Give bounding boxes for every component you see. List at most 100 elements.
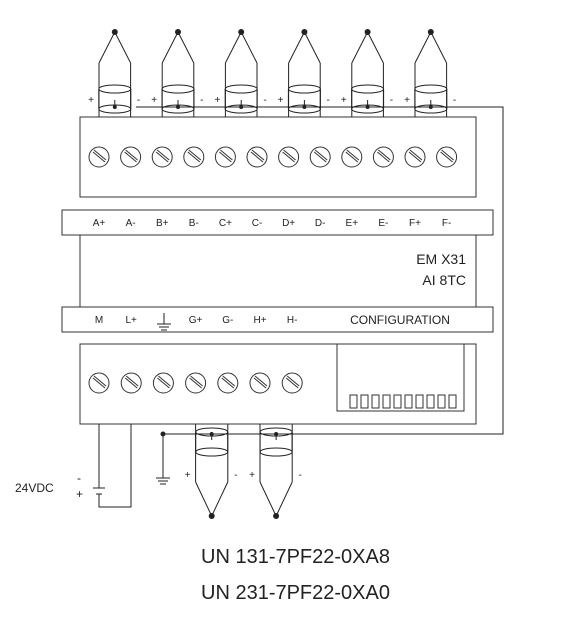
- bottom-terminal-labels: M L+ G+ G- H+ H-: [95, 315, 298, 326]
- top-screw-terminal-3[interactable]: [183, 146, 205, 168]
- polarity-plus: +: [88, 95, 94, 106]
- bottom-screw-terminal-4[interactable]: [217, 372, 239, 394]
- junction-dot: [273, 513, 280, 519]
- supply-minus: -: [77, 471, 81, 485]
- top-thermocouple-4: +-: [341, 29, 393, 117]
- polarity-plus: +: [404, 95, 410, 106]
- junction-dot: [175, 29, 181, 35]
- bottom-screw-row: [88, 372, 303, 394]
- top-screw-terminal-7[interactable]: [309, 146, 331, 168]
- battery-icon: [93, 487, 105, 498]
- dip-switch[interactable]: [415, 394, 424, 409]
- dip-switch[interactable]: [437, 394, 446, 409]
- supply-plus: +: [76, 487, 83, 501]
- polarity-minus: -: [200, 95, 203, 106]
- bottom-terminal-label: M: [95, 315, 103, 326]
- bottom-terminal-label: H+: [253, 315, 266, 326]
- bottom-screw-terminal-3[interactable]: [185, 372, 207, 394]
- polarity-minus: -: [327, 95, 330, 106]
- ground-icon: [157, 313, 171, 331]
- bottom-terminal-label: H-: [287, 315, 298, 326]
- polarity-plus: +: [249, 470, 255, 481]
- supply-wire-lplus: [98, 424, 132, 508]
- junction-dot: [208, 513, 215, 519]
- module-name-line1: EM X31: [416, 251, 466, 267]
- dip-switch[interactable]: [360, 394, 369, 409]
- top-terminal-label: A-: [126, 218, 136, 229]
- bottom-screw-terminal-1[interactable]: [120, 372, 142, 394]
- dip-switch[interactable]: [393, 394, 402, 409]
- bottom-screw-terminal-0[interactable]: [88, 372, 110, 394]
- polarity-minus: -: [137, 95, 140, 106]
- bottom-terminal-label: L+: [125, 315, 137, 326]
- top-terminal-labels: A+A-B+B-C+C-D+D-E+E-F+F-: [93, 218, 452, 229]
- dip-switch[interactable]: [371, 394, 380, 409]
- module-body: [79, 234, 477, 308]
- junction-dot: [238, 29, 245, 35]
- top-thermocouple-2: +-: [214, 29, 267, 117]
- polarity-minus: -: [390, 95, 393, 106]
- top-screw-row: [88, 146, 458, 168]
- top-screw-terminal-6[interactable]: [278, 146, 300, 168]
- polarity-plus: +: [185, 470, 191, 481]
- part-number-1: UN 131-7PF22-0XA8: [201, 546, 390, 568]
- dip-switch[interactable]: [404, 394, 413, 409]
- supply-label: 24VDC: [15, 481, 54, 495]
- bottom-thermocouple-1: +-: [249, 424, 302, 519]
- top-screw-terminal-4[interactable]: [214, 146, 236, 168]
- top-screw-terminal-1[interactable]: [120, 146, 142, 168]
- dip-switch[interactable]: [382, 394, 391, 409]
- top-thermocouple-1: +-: [151, 29, 203, 117]
- top-screw-terminal-5[interactable]: [246, 146, 268, 168]
- junction-dot: [427, 29, 434, 35]
- top-terminal-label: D+: [282, 218, 295, 229]
- polarity-plus: +: [151, 95, 157, 106]
- top-terminal-label: B-: [189, 218, 199, 229]
- bottom-screw-terminal-6[interactable]: [281, 372, 303, 394]
- module-name-line2: AI 8TC: [422, 272, 466, 288]
- top-label-strip: [61, 209, 494, 236]
- bottom-terminal-label: G+: [189, 315, 203, 326]
- top-screw-terminal-11[interactable]: [436, 146, 458, 168]
- polarity-minus: -: [453, 95, 456, 106]
- earth-ground-icon: [156, 477, 170, 485]
- top-thermocouples: +-+-+-+-+-+-: [88, 29, 456, 117]
- top-terminal-label: F+: [409, 218, 421, 229]
- top-terminal-label: E-: [378, 218, 388, 229]
- bottom-terminal-label: G-: [222, 315, 233, 326]
- bottom-label-strip: [61, 306, 494, 333]
- top-terminal-label: C-: [252, 218, 263, 229]
- bottom-screw-terminal-2[interactable]: [152, 372, 174, 394]
- dip-switch[interactable]: [448, 394, 457, 409]
- top-thermocouple-5: +-: [404, 29, 456, 117]
- junction-dot: [301, 29, 308, 35]
- top-terminal-label: C+: [219, 218, 232, 229]
- top-screw-terminal-10[interactable]: [404, 146, 426, 168]
- top-thermocouple-0: +-: [88, 29, 140, 117]
- polarity-minus: -: [299, 470, 302, 481]
- top-terminal-label: A+: [93, 218, 106, 229]
- top-screw-terminal-0[interactable]: [88, 146, 110, 168]
- junction-dot: [111, 29, 118, 35]
- top-terminal-label: B+: [156, 218, 169, 229]
- polarity-minus: -: [263, 95, 266, 106]
- dip-switch[interactable]: [426, 394, 435, 409]
- top-screw-terminal-8[interactable]: [341, 146, 363, 168]
- polarity-minus: -: [234, 470, 237, 481]
- polarity-plus: +: [214, 95, 220, 106]
- dip-switch[interactable]: [349, 394, 358, 409]
- top-thermocouple-3: +-: [278, 29, 330, 117]
- polarity-plus: +: [341, 95, 347, 106]
- top-terminal-label: E+: [346, 218, 359, 229]
- bottom-screw-terminal-5[interactable]: [249, 372, 271, 394]
- shield-bus: [136, 106, 504, 435]
- top-terminal-label: F-: [442, 218, 451, 229]
- junction-dot: [364, 29, 371, 35]
- bottom-thermocouple-0: +-: [185, 424, 237, 519]
- top-screw-terminal-2[interactable]: [151, 146, 173, 168]
- part-number-2: UN 231-7PF22-0XA0: [201, 582, 390, 604]
- polarity-plus: +: [278, 95, 284, 106]
- top-screw-terminal-9[interactable]: [372, 146, 394, 168]
- configuration-label: CONFIGURATION: [350, 313, 450, 327]
